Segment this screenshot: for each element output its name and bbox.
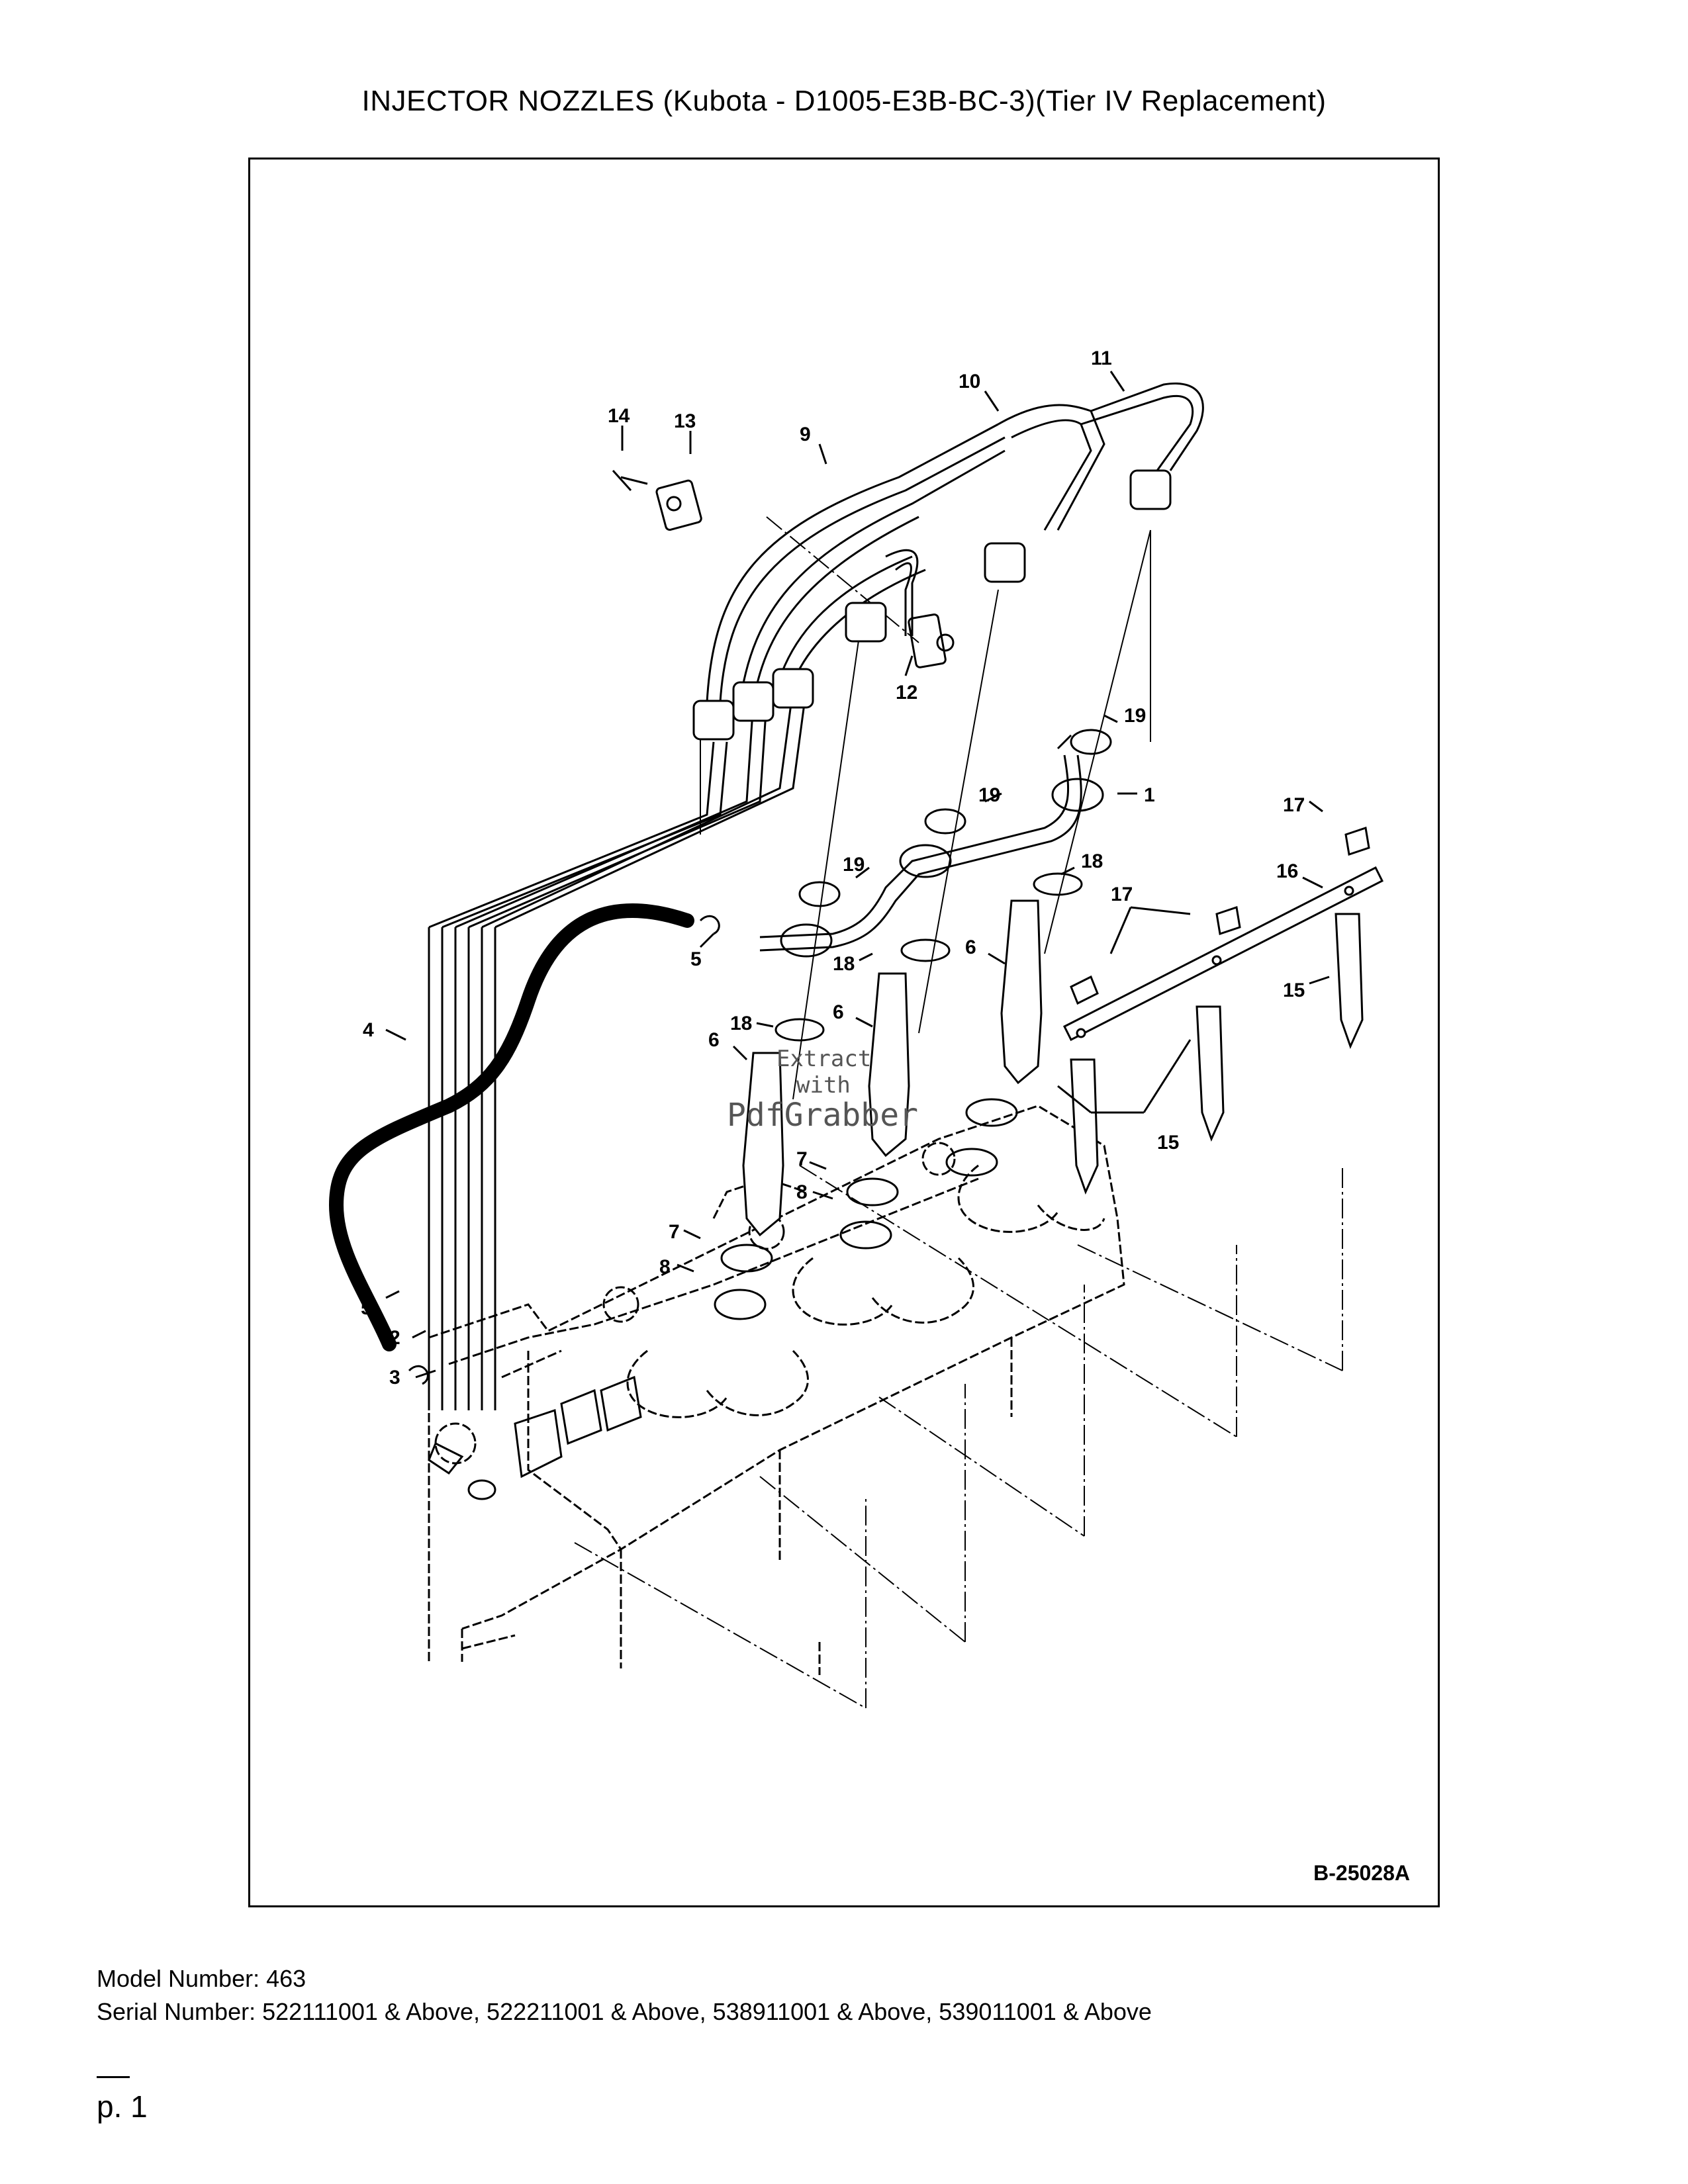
footer-rule <box>97 2076 130 2078</box>
cylinder-head-outline <box>428 1105 1125 1675</box>
callout-number: 7 <box>669 1221 680 1243</box>
callout-number: 6 <box>833 1001 844 1023</box>
return-hose <box>328 903 694 1351</box>
leak-off-pipe <box>759 734 1104 958</box>
callout-number: 6 <box>708 1029 720 1051</box>
callout-number: 12 <box>896 682 917 704</box>
callout-number: 3 <box>389 1367 400 1388</box>
watermark-line-3: PdfGrabber <box>727 1097 918 1134</box>
callout-number: 18 <box>1081 850 1103 872</box>
pipe-clamp <box>612 469 955 668</box>
callout-number: 15 <box>1157 1132 1179 1154</box>
callout-number: 17 <box>1283 794 1305 816</box>
callout-number: 13 <box>674 410 696 432</box>
callout-number: 15 <box>1283 979 1305 1001</box>
callout-number: 5 <box>361 1297 372 1319</box>
callout-number: 5 <box>690 948 702 970</box>
alignment-lines <box>574 516 1343 1709</box>
watermark-line-1: Extract <box>776 1046 871 1072</box>
fittings <box>408 915 720 1500</box>
figure-code-label: B-25028A <box>1313 1861 1410 1885</box>
callout-number: 9 <box>800 424 811 445</box>
callout-number: 7 <box>796 1148 808 1170</box>
model-serial-info: Model Number: 463 Serial Number: 5221110… <box>97 1962 1152 2028</box>
callout-number: 10 <box>959 371 980 392</box>
serial-number: Serial Number: 522111001 & Above, 522211… <box>97 1998 1152 2025</box>
callout-number: 1 <box>1144 784 1155 806</box>
fuel-injection-pipes <box>428 383 1204 1410</box>
callout-number: 19 <box>1124 705 1146 727</box>
callout-number: 18 <box>833 953 855 975</box>
callout-number: 14 <box>608 405 630 427</box>
glow-plugs <box>1062 827 1384 1195</box>
callout-number: 8 <box>659 1256 671 1278</box>
callout-number: 19 <box>978 784 1000 806</box>
callout-number-layer: 11 10 14 13 9 12 19 1 19 17 19 18 16 17 5 18 6 15 4 18 6 6 15 7… <box>361 347 1305 1388</box>
callout-number: 4 <box>363 1019 374 1041</box>
watermark-line-2: with <box>796 1072 851 1099</box>
page-title: INJECTOR NOZZLES (Kubota - D1005-E3B-BC-… <box>361 85 1327 117</box>
callout-number: 17 <box>1111 884 1133 905</box>
parts-diagram-frame: Extract with PdfGrabber 11 10 14 13 9 12 19 1 19… <box>248 158 1440 1907</box>
callout-number: 6 <box>965 936 976 958</box>
callout-number: 8 <box>796 1181 808 1203</box>
callout-number: 19 <box>843 854 865 876</box>
callout-number: 18 <box>730 1013 752 1034</box>
model-number: Model Number: 463 <box>97 1965 306 1992</box>
injector-nozzles <box>742 899 1043 1237</box>
callout-number: 16 <box>1276 860 1298 882</box>
washers <box>714 729 1112 1320</box>
callout-number: 11 <box>1091 347 1112 369</box>
pipe-nuts <box>692 469 1172 741</box>
callout-number: 2 <box>389 1327 400 1349</box>
page-number: p. 1 <box>97 2089 148 2124</box>
callout-leaders <box>385 371 1330 1379</box>
injector-nozzles-diagram: Extract with PdfGrabber 11 10 14 13 9 12 19 1 19… <box>328 347 1384 1709</box>
